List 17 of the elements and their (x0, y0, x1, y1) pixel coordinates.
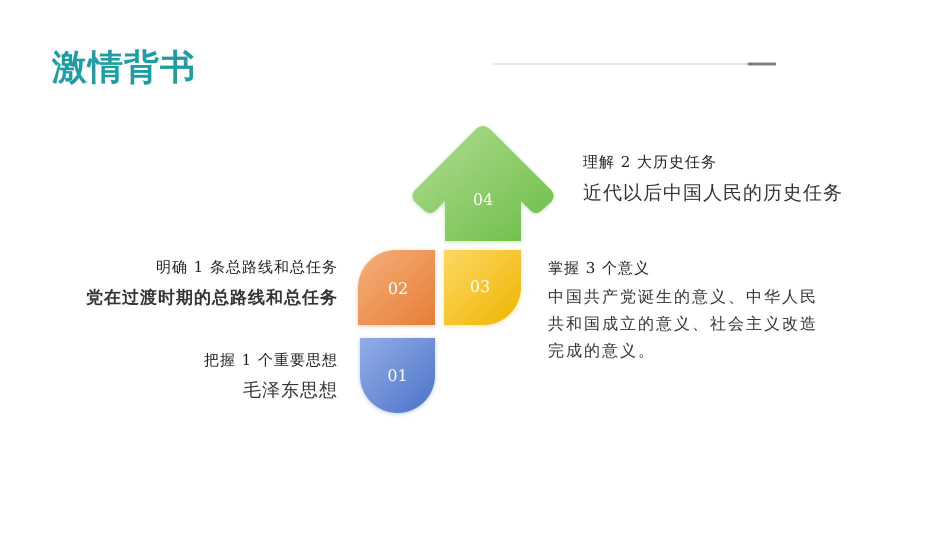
rounded-corner-shape (444, 250, 521, 325)
page-title: 激情背书 (52, 47, 196, 90)
step-number: 01 (387, 366, 408, 386)
up-arrow-shape (410, 123, 556, 241)
step-heading: 明确 1 条总路线和总任务 (156, 257, 338, 277)
step-description: 近代以后中国人民的历史任务 (583, 181, 843, 206)
rounded-bottom-shape (360, 338, 435, 413)
step-description: 毛泽东思想 (243, 379, 338, 403)
step-description: 中国共产党诞生的意义、中华人民共和国成立的意义、社会主义改造完成的意义。 (548, 286, 819, 362)
step-heading: 理解 2 大历史任务 (583, 152, 718, 172)
step-description: 党在过渡时期的总路线和总任务 (86, 287, 338, 310)
step-number: 04 (472, 190, 494, 210)
step-number: 03 (470, 277, 490, 297)
step-heading: 把握 1 个重要思想 (204, 350, 338, 370)
step-heading: 掌握 3 个意义 (548, 258, 650, 278)
rounded-corner-shape (358, 250, 435, 325)
step-number: 02 (388, 279, 408, 299)
